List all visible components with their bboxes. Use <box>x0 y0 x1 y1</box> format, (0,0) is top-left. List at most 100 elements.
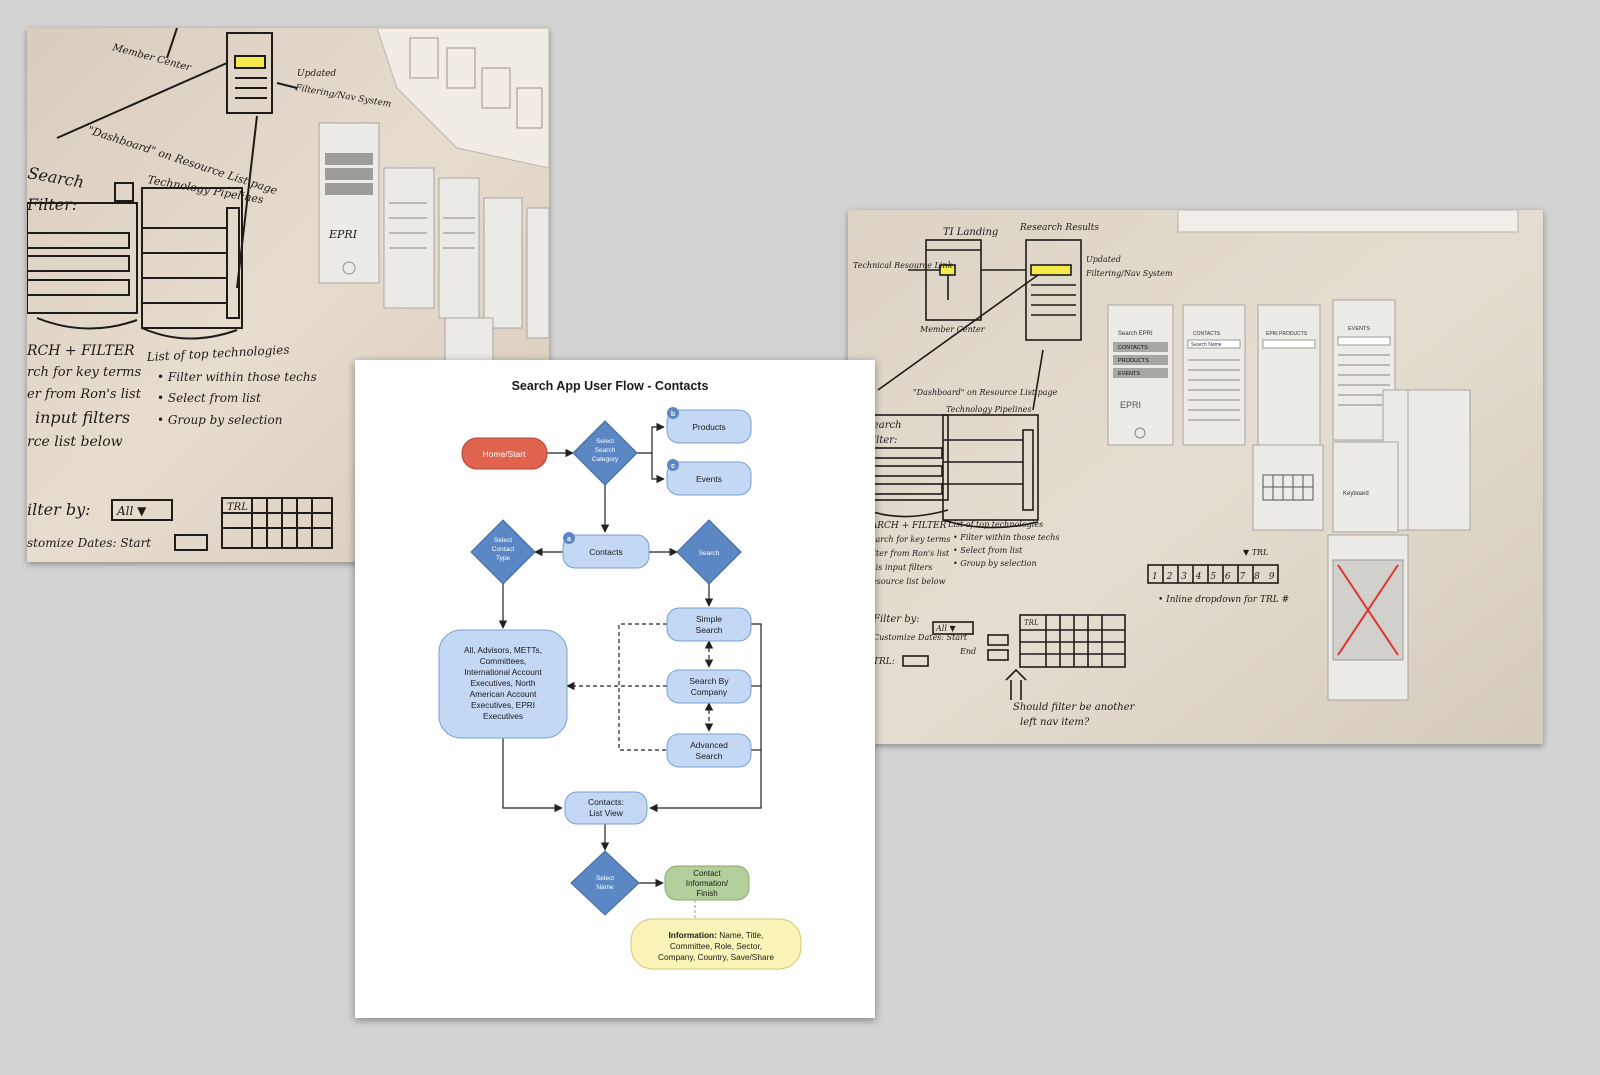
note-search-filter: RCH + FILTER <box>27 343 135 359</box>
note-key-terms: rch for key terms <box>27 365 141 380</box>
note-input-filters: input filters <box>35 408 130 427</box>
node-select-search-category: Select Search Category <box>572 420 638 486</box>
flow-chart: Search App User Flow - Contacts <box>438 379 802 970</box>
contact-types-line7: Executives <box>483 711 523 721</box>
badge-a: a <box>567 536 571 543</box>
note-select-list: • Select from list <box>157 391 261 405</box>
whiteboard-photo-right: TI Landing Research Results Technical Re… <box>848 210 1543 744</box>
finish-line2: Information/ <box>686 879 729 888</box>
note-input-filters-r: • This input filters <box>858 563 932 572</box>
flow-chart-card: Search App User Flow - Contacts <box>355 360 875 1018</box>
note-key-terms-r: • Search for key terms <box>858 535 951 544</box>
note-technical-resource: Technical Resource Link <box>853 261 953 270</box>
note-ron-list: er from Ron's list <box>27 387 142 402</box>
list-view-line1: Contacts: <box>588 797 624 807</box>
note-search-filter-r: SEARCH + FILTER <box>858 521 947 531</box>
contact-types-line5: American Account <box>470 689 538 699</box>
note-customize-dates: stomize Dates: Start <box>27 536 151 550</box>
badge-b: b <box>671 411 675 418</box>
note-top-tech-r: List of top technologies <box>947 520 1043 529</box>
note-filter-by-r: Filter by: <box>872 614 920 625</box>
note-tech-pipelines-r: Technology Pipelines <box>946 405 1032 414</box>
node-contacts-list-view: Contacts: List View <box>564 791 648 825</box>
node-products: Products b <box>666 407 752 444</box>
node-company-line2: Company <box>691 687 728 697</box>
node-contact-info-finish: Contact Information/ Finish <box>664 865 750 901</box>
note-filter-by: ilter by: <box>27 500 91 519</box>
note-trl-label-r: TRL: <box>873 657 895 667</box>
note-resource-list: rce list below <box>27 434 123 450</box>
info-bold-label: Information: <box>669 930 717 940</box>
node-simple-line1: Simple <box>696 614 722 624</box>
mock-events: EVENTS <box>1118 371 1140 377</box>
contact-types-line2: Committees, <box>480 656 527 666</box>
list-view-line2: List View <box>589 808 624 818</box>
node-ssc-line2: Search <box>595 447 616 454</box>
note-filter-all-r: All ▼ <box>935 624 956 633</box>
select-name-line1: Select <box>596 875 614 882</box>
node-select-name: Select Name <box>570 850 640 916</box>
mock-contacts: CONTACTS <box>1118 345 1148 351</box>
badge-c: c <box>671 463 675 470</box>
select-name-line2: Name <box>596 884 614 891</box>
flow-title: Search App User Flow - Contacts <box>512 379 709 393</box>
note-updated-r: Updated <box>1086 255 1121 264</box>
note-filter-within-r: • Filter within those techs <box>953 533 1060 542</box>
node-products-label: Products <box>692 422 726 432</box>
contact-types-line4: Executives, North <box>470 678 535 688</box>
note-end-r: End <box>959 647 976 656</box>
note-filtering-r: Filtering/Nav System <box>1085 269 1173 278</box>
phone-mockups-right: Search EPRI CONTACTS PRODUCTS EVENTS EPR… <box>1107 299 1471 701</box>
info-line2: Committee, Role, Sector, <box>670 941 762 951</box>
node-advanced-line1: Advanced <box>690 740 728 750</box>
mock-epri-products: EPRI PRODUCTS <box>1266 331 1308 337</box>
note-resource-list-r: Resource list below <box>865 577 946 586</box>
info-line3: Company, Country, Save/Share <box>658 952 774 962</box>
node-search-by-company: Search By Company <box>666 669 752 704</box>
note-left-nav: left nav item? <box>1020 717 1090 728</box>
node-company-line1: Search By <box>689 676 729 686</box>
node-contacts-label: Contacts <box>589 547 623 557</box>
note-group-by-r: • Group by selection <box>953 559 1037 568</box>
node-sct-line2: Contact <box>492 546 515 553</box>
node-advanced-line2: Search <box>696 751 723 761</box>
mock-products: PRODUCTS <box>1118 358 1149 364</box>
node-simple-line2: Search <box>696 625 723 635</box>
note-dashboard-r: "Dashboard" on Resource List page <box>913 388 1058 397</box>
note-filter-r: Filter: <box>865 435 897 446</box>
node-events: Events c <box>666 459 752 496</box>
node-information-note: Information: Name, Title, Committee, Rol… <box>630 918 802 970</box>
node-contacts: Contacts a <box>562 532 650 569</box>
epri-label: EPRI <box>328 228 358 241</box>
note-trl: TRL <box>227 502 248 513</box>
note-filter-all: All ▼ <box>116 504 147 518</box>
node-sct-line3: Type <box>496 555 510 562</box>
finish-line1: Contact <box>693 869 721 878</box>
node-contact-types: All, Advisors, METTs, Committees, Intern… <box>438 629 568 739</box>
note-updated: Updated <box>297 69 336 79</box>
node-advanced-search: Advanced Search <box>666 733 752 768</box>
mock-events-2: EVENTS <box>1348 326 1370 332</box>
note-group-by: • Group by selection <box>157 413 282 427</box>
node-search-label: Search <box>699 550 720 557</box>
contact-types-line1: All, Advisors, METTs, <box>464 645 542 655</box>
mock-epri: EPRI <box>1120 400 1141 410</box>
node-events-label: Events <box>696 474 722 484</box>
note-trl-r: TRL <box>1024 619 1039 627</box>
note-search-r: Search <box>866 420 902 431</box>
note-inline-dropdown: • Inline dropdown for TRL # <box>1158 595 1289 605</box>
node-ssc-line1: Select <box>596 438 614 445</box>
whiteboard-photo-left: EPRI <box>27 28 549 562</box>
mock-contacts-2: CONTACTS <box>1193 331 1221 337</box>
node-home-start-label: Home/Start <box>483 449 527 459</box>
flow-dashed-connectors <box>566 623 714 751</box>
contact-types-line6: Executives, EPRI <box>471 700 535 710</box>
flow-connectors <box>498 422 762 888</box>
note-customize-dates-r: Customize Dates: Start <box>873 633 968 642</box>
info-line1: Information: Name, Title, <box>669 930 764 940</box>
node-sct-line1: Select <box>494 537 512 544</box>
finish-line3: Finish <box>696 889 717 898</box>
node-home-start: Home/Start <box>461 437 548 470</box>
mock-search-name: Search Name <box>1191 342 1222 348</box>
note-ti-landing: TI Landing <box>943 227 998 238</box>
